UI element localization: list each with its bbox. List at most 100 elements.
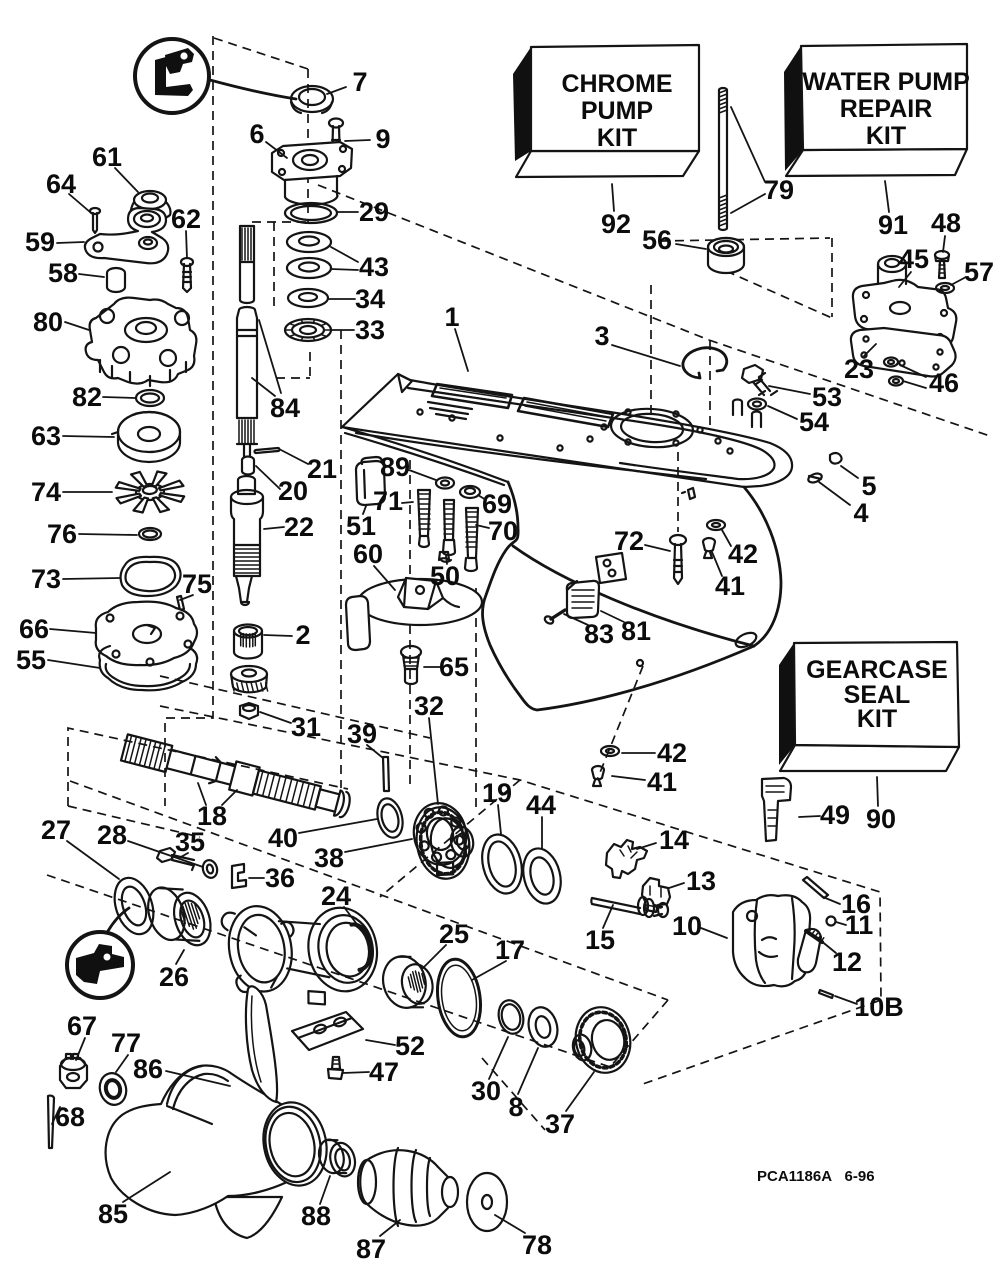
svg-text:17: 17 (495, 935, 525, 965)
svg-text:82: 82 (72, 382, 102, 412)
svg-text:40: 40 (268, 823, 298, 853)
svg-text:44: 44 (526, 790, 556, 820)
svg-text:32: 32 (414, 691, 444, 721)
svg-text:52: 52 (395, 1031, 425, 1061)
svg-text:19: 19 (482, 778, 512, 808)
svg-text:KIT: KIT (857, 705, 897, 733)
svg-text:11: 11 (845, 910, 874, 940)
svg-text:6: 6 (249, 119, 264, 149)
svg-text:20: 20 (278, 476, 308, 506)
svg-text:54: 54 (799, 407, 829, 437)
svg-text:51: 51 (346, 511, 376, 541)
svg-text:16: 16 (841, 889, 871, 919)
svg-text:72: 72 (614, 526, 644, 556)
svg-text:35: 35 (175, 827, 205, 857)
svg-text:28: 28 (97, 820, 127, 850)
svg-text:90: 90 (866, 804, 896, 834)
svg-text:83: 83 (584, 619, 614, 649)
svg-text:30: 30 (471, 1076, 501, 1106)
svg-text:13: 13 (686, 866, 716, 896)
svg-text:59: 59 (25, 227, 55, 257)
svg-text:7: 7 (352, 67, 367, 97)
svg-text:77: 77 (111, 1028, 141, 1058)
svg-text:37: 37 (545, 1109, 575, 1139)
svg-text:85: 85 (98, 1199, 128, 1229)
svg-text:48: 48 (931, 208, 961, 238)
svg-text:9: 9 (375, 124, 390, 154)
svg-text:71: 71 (373, 486, 403, 516)
svg-text:49: 49 (820, 800, 850, 830)
svg-text:86: 86 (133, 1054, 163, 1084)
svg-text:56: 56 (642, 225, 672, 255)
svg-text:42: 42 (657, 738, 687, 768)
svg-text:88: 88 (301, 1201, 331, 1231)
svg-text:29: 29 (359, 197, 389, 227)
svg-text:57: 57 (964, 257, 994, 287)
svg-text:55: 55 (16, 645, 46, 675)
svg-text:21: 21 (307, 454, 337, 484)
svg-text:50: 50 (430, 561, 460, 591)
svg-text:12: 12 (832, 947, 862, 977)
svg-text:4: 4 (853, 498, 868, 528)
svg-text:87: 87 (356, 1234, 386, 1264)
svg-text:18: 18 (197, 801, 227, 831)
svg-text:75: 75 (182, 569, 212, 599)
svg-text:43: 43 (359, 252, 389, 282)
svg-text:38: 38 (314, 843, 344, 873)
svg-text:33: 33 (355, 315, 385, 345)
svg-text:10: 10 (672, 911, 702, 941)
svg-text:84: 84 (270, 393, 300, 423)
svg-text:14: 14 (659, 825, 689, 855)
svg-text:64: 64 (46, 169, 76, 199)
svg-text:26: 26 (159, 962, 189, 992)
svg-text:53: 53 (812, 382, 842, 412)
svg-text:70: 70 (488, 516, 518, 546)
svg-text:PUMP: PUMP (581, 97, 653, 125)
svg-text:74: 74 (31, 477, 61, 507)
svg-text:73: 73 (31, 564, 61, 594)
svg-text:27: 27 (41, 815, 71, 845)
svg-text:62: 62 (171, 204, 201, 234)
svg-text:22: 22 (284, 512, 314, 542)
svg-text:80: 80 (33, 307, 63, 337)
svg-text:24: 24 (321, 881, 351, 911)
svg-text:47: 47 (369, 1057, 399, 1087)
svg-text:3: 3 (594, 321, 609, 351)
svg-text:67: 67 (67, 1011, 97, 1041)
svg-text:36: 36 (265, 863, 295, 893)
svg-text:69: 69 (482, 489, 512, 519)
svg-text:REPAIR: REPAIR (840, 95, 933, 123)
svg-text:5: 5 (861, 471, 876, 501)
svg-text:CHROME: CHROME (561, 70, 672, 98)
svg-text:15: 15 (585, 925, 615, 955)
svg-text:63: 63 (31, 421, 61, 451)
svg-text:65: 65 (439, 652, 469, 682)
svg-text:25: 25 (439, 919, 469, 949)
svg-text:61: 61 (92, 142, 122, 172)
svg-text:78: 78 (522, 1230, 552, 1260)
svg-text:1: 1 (444, 302, 459, 332)
svg-text:91: 91 (878, 210, 908, 240)
svg-text:34: 34 (355, 284, 385, 314)
svg-text:2: 2 (295, 620, 310, 650)
svg-text:GEARCASE: GEARCASE (806, 656, 948, 684)
svg-text:58: 58 (48, 258, 78, 288)
svg-text:KIT: KIT (597, 124, 637, 152)
svg-text:PCA1186A 6-96: PCA1186A 6-96 (757, 1168, 875, 1185)
svg-text:46: 46 (929, 368, 959, 398)
svg-text:66: 66 (19, 614, 49, 644)
svg-text:89: 89 (380, 452, 410, 482)
svg-text:79: 79 (764, 175, 794, 205)
svg-text:42: 42 (728, 539, 758, 569)
svg-text:41: 41 (647, 767, 677, 797)
svg-text:76: 76 (47, 519, 77, 549)
svg-text:KIT: KIT (866, 122, 906, 150)
svg-text:SEAL: SEAL (844, 681, 911, 709)
svg-text:45: 45 (899, 244, 929, 274)
svg-text:10B: 10B (854, 992, 904, 1022)
svg-text:92: 92 (601, 209, 631, 239)
svg-text:8: 8 (508, 1092, 523, 1122)
svg-text:81: 81 (621, 616, 651, 646)
svg-text:41: 41 (715, 571, 745, 601)
svg-text:39: 39 (347, 719, 377, 749)
